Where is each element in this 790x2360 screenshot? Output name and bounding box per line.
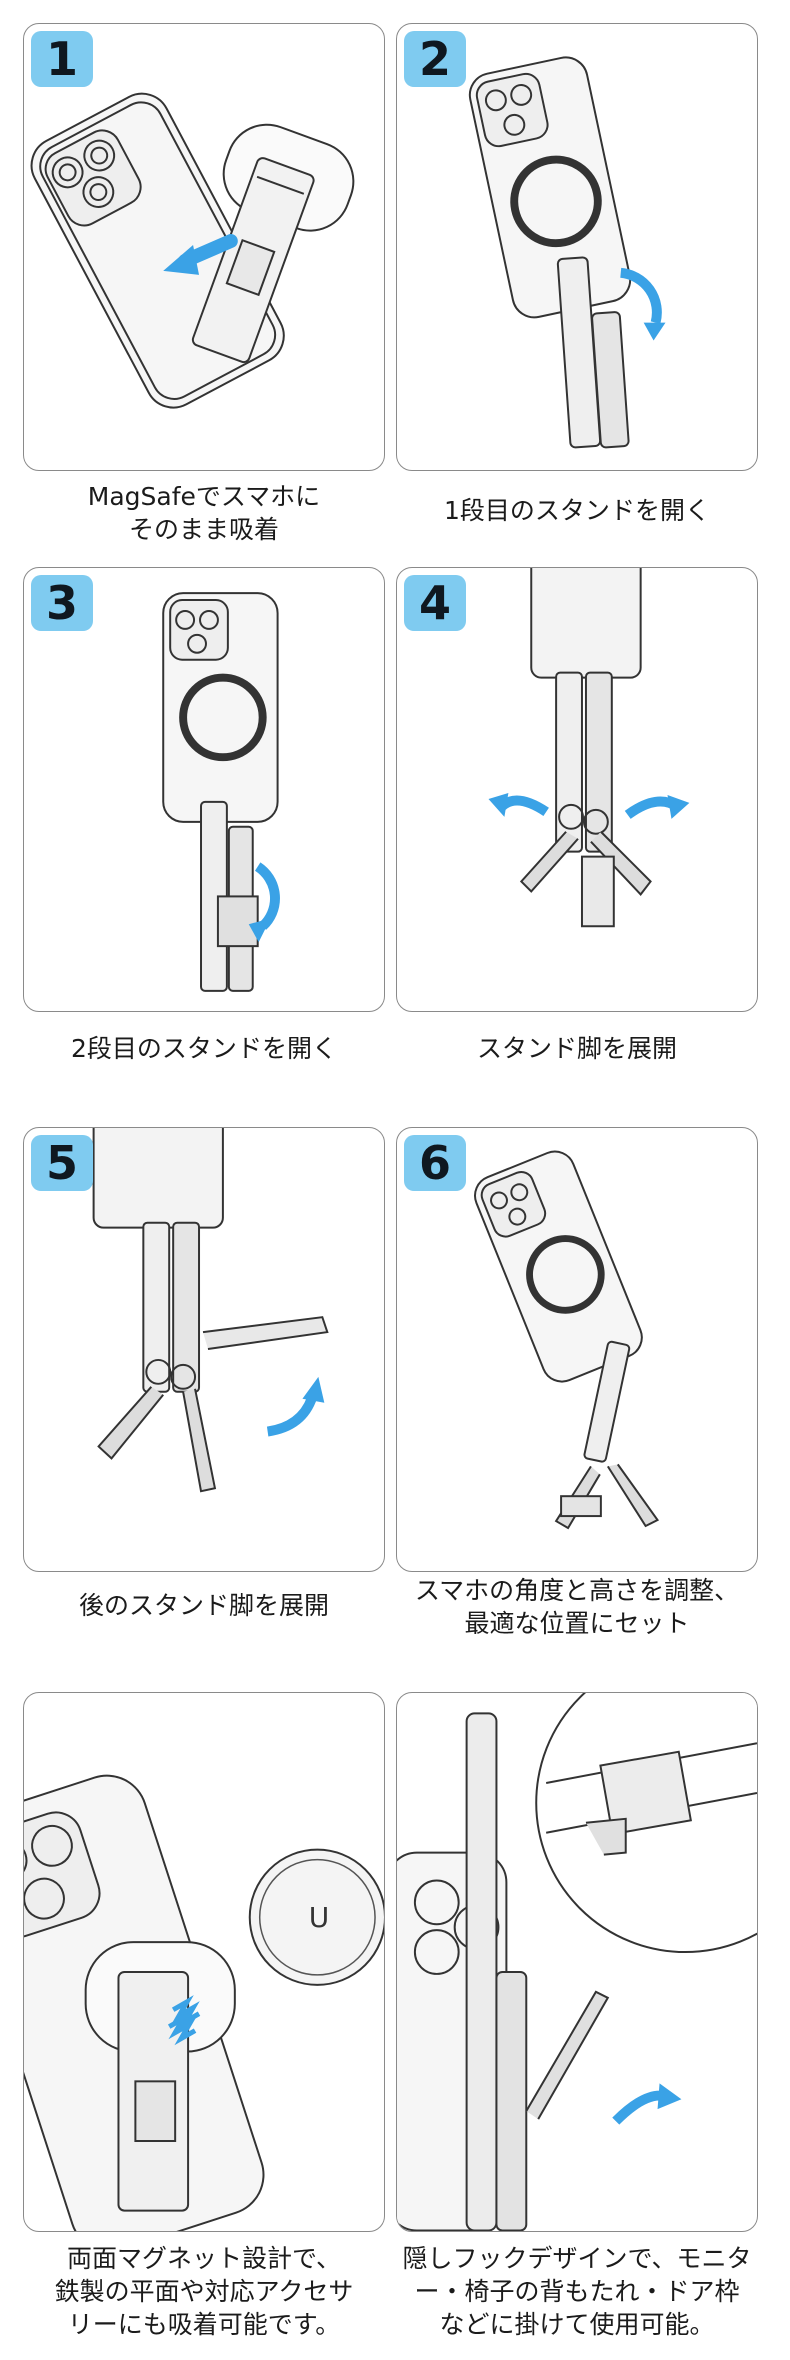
double-sided-magnet-illustration <box>24 1774 384 2231</box>
step-6-panel: 6 <box>396 1127 758 1572</box>
step-number-badge: 1 <box>31 31 93 87</box>
open-first-stand-illustration <box>468 56 666 449</box>
hook-feature-caption: 隠しフックデザインで、モニタ ー・椅子の背もたれ・ドア枠 などに掛けて使用可能。 <box>402 2244 752 2339</box>
step-number-badge: 5 <box>31 1135 93 1191</box>
step-2-panel: 2 <box>396 23 758 471</box>
deploy-stand-legs-illustration <box>488 568 690 928</box>
step-3-panel: 3 <box>23 567 385 1012</box>
magnet-plate-label: U <box>308 1901 330 1934</box>
step-number-badge: 4 <box>404 575 466 631</box>
magnet-feature-panel: U <box>23 1692 385 2232</box>
step-3-caption: 2段目のスタンドを開く <box>71 1034 337 1063</box>
hidden-hook-illustration <box>397 1693 757 2231</box>
step-5-caption: 後のスタンド脚を展開 <box>78 1591 329 1620</box>
step-number-badge: 3 <box>31 575 93 631</box>
hook-feature-panel <box>396 1692 758 2232</box>
open-second-stand-illustration <box>162 592 280 992</box>
magnet-feature-caption: 両面マグネット設計で、 鉄製の平面や対応アクセサ リーにも吸着可能です。 <box>54 2244 354 2339</box>
step-4-caption: スタンド脚を展開 <box>476 1034 677 1063</box>
step-4-panel: 4 <box>396 567 758 1012</box>
step-1-panel: 1 <box>23 23 385 471</box>
phone-attach-illustration <box>30 92 355 409</box>
step-6-caption: スマホの角度と高さを調整、 最適な位置にセット <box>414 1576 740 1638</box>
step-5-panel: 5 <box>23 1127 385 1572</box>
adjust-angle-height-illustration <box>474 1150 660 1530</box>
step-1-caption: MagSafeでスマホに そのまま吸着 <box>87 482 321 544</box>
step-number-badge: 2 <box>404 31 466 87</box>
step-2-caption: 1段目のスタンドを開く <box>444 496 710 525</box>
deploy-rear-leg-illustration <box>92 1128 329 1493</box>
step-number-badge: 6 <box>404 1135 466 1191</box>
